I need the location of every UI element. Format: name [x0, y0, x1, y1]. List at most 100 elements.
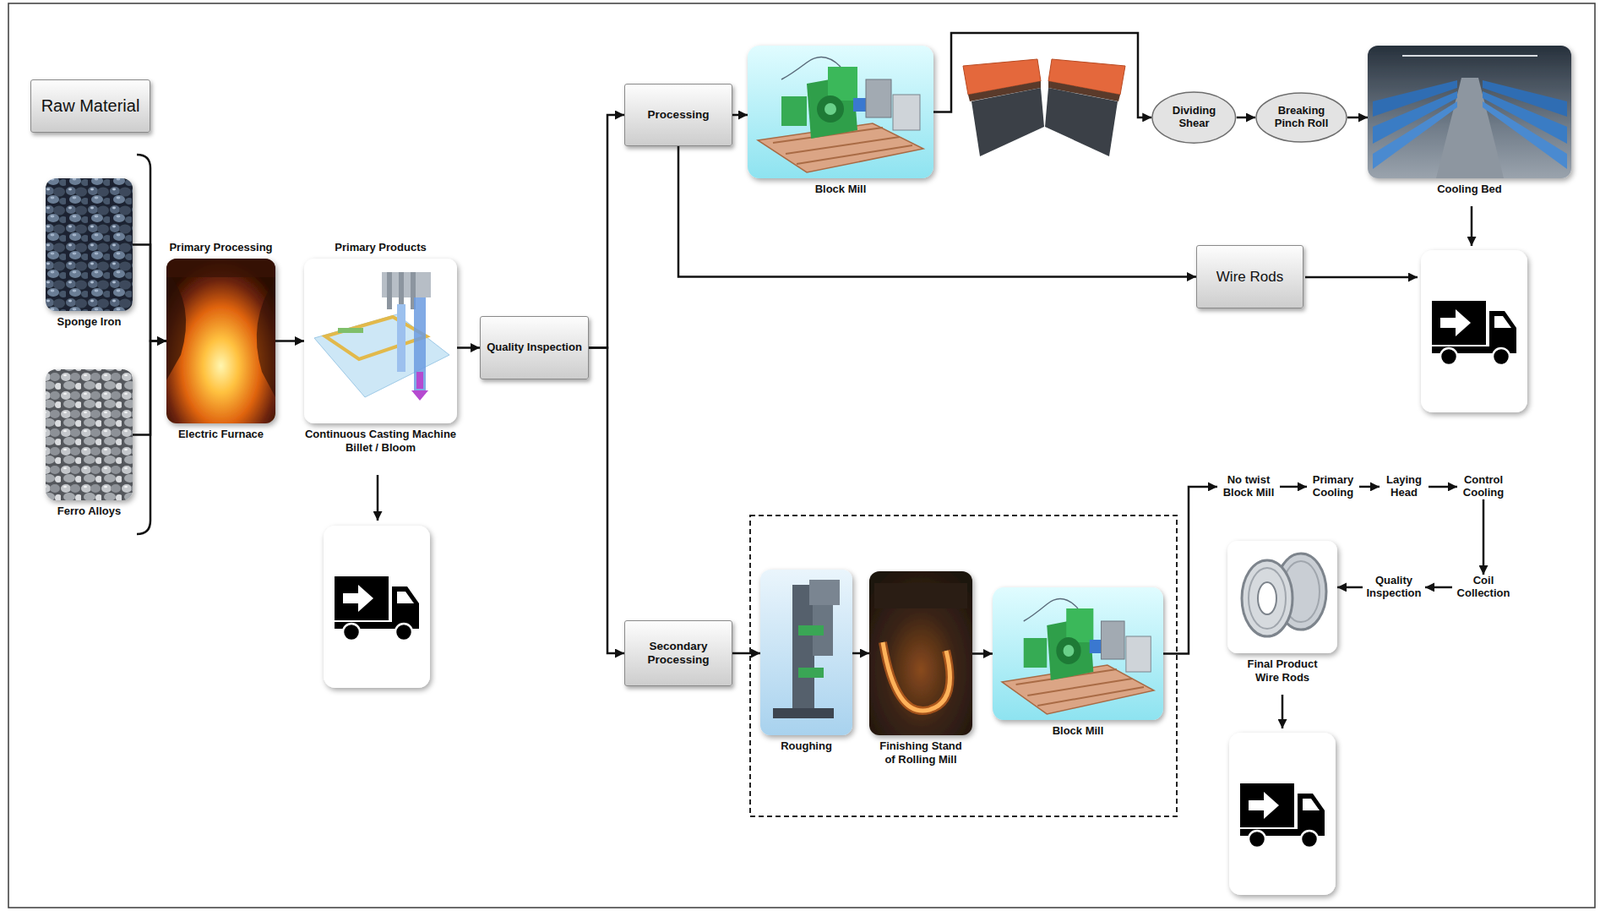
caption-text: Electric Furnace [162, 427, 281, 441]
ferro-alloys-photo [45, 369, 133, 501]
step-text: Coil Collection [1452, 574, 1515, 600]
connector-group [132, 32, 1484, 654]
flow-connector [132, 244, 167, 342]
electric-furnace-photo [166, 258, 276, 424]
casting-flow [416, 371, 424, 389]
casting-machine-picture: Primary ProductsContinuous Casting Machi… [304, 258, 458, 424]
sponge-iron-photo: Sponge Iron [45, 178, 133, 311]
flow-arrow [1305, 276, 1418, 279]
flow-connector [1236, 116, 1256, 120]
node-text: Laying Head [1382, 473, 1426, 500]
wire-coil [1241, 560, 1293, 637]
text-block: Processing [647, 108, 710, 122]
block-mill-picture: Block Mill [992, 587, 1164, 720]
flow-connector [1359, 485, 1380, 489]
roughing-part [798, 667, 824, 678]
cooling-bed-rack [1372, 101, 1458, 169]
flow-connector [852, 652, 870, 655]
flow-connector [132, 341, 167, 436]
flow-connector [457, 346, 480, 349]
hot-rod-glow [882, 642, 951, 711]
flow-arrow [376, 474, 380, 521]
delivery-truck-icon [1420, 250, 1528, 413]
product-box: Wire Rods [1196, 244, 1304, 309]
flow-connector [1428, 485, 1458, 489]
node-text: Secondary Processing [631, 639, 726, 666]
conveyor-frame [1044, 87, 1118, 157]
cooling-bed-floor [1436, 77, 1504, 179]
text-block: No twist Block Mill [1219, 473, 1278, 500]
furnace-details [166, 258, 276, 398]
casting-part [337, 327, 364, 333]
delivery-truck-icon [323, 525, 430, 688]
step-text: Control Cooling [1457, 473, 1510, 500]
flow-connector [678, 146, 1197, 278]
roughing-base [772, 707, 834, 719]
caption-text: Final Product Wire Rods [1240, 657, 1325, 684]
flow-connector [1347, 116, 1368, 120]
finishing-stand-photo: Finishing Stand of Rolling Mill [869, 571, 973, 735]
text-block: Dividing Shear [1162, 104, 1225, 131]
wire-coil-picture: Final Product Wire Rods [1227, 540, 1338, 654]
ellipse-shape [1256, 92, 1347, 142]
caption-text: Sponge Iron [43, 315, 137, 329]
conveyor-frame [971, 87, 1045, 157]
text-block: Breaking Pinch Roll [1268, 104, 1335, 131]
flow-connector [275, 339, 305, 343]
delivery-truck-icon [1229, 732, 1336, 895]
text-block: Wire Rods [1216, 268, 1284, 286]
process-box: Quality Inspection [479, 315, 589, 380]
casting-platform [314, 314, 450, 398]
node-text: Quality Inspection [486, 341, 583, 354]
wire-coil-card [1227, 540, 1338, 654]
process-box: Secondary Processing [624, 620, 733, 686]
caption-text: Block Mill [1018, 723, 1138, 738]
flow-connector [588, 114, 625, 349]
text-block: Primary Cooling [1309, 473, 1357, 500]
caption-text: Ferro Alloys [43, 504, 137, 518]
caption-text: Cooling Bed [1410, 182, 1530, 196]
node-text: No twist Block Mill [1219, 473, 1278, 500]
step-text: Quality Inspection [1362, 574, 1426, 600]
flow-connector [1163, 486, 1218, 654]
heading-box: Raw Material [30, 79, 151, 133]
furnace-shadow [256, 278, 276, 398]
node-text: Processing [647, 108, 710, 122]
casting-machine-card [304, 258, 458, 424]
roughing-picture [760, 569, 853, 735]
caption-text: Primary Processing [162, 240, 281, 255]
cooling-bed-photo: Cooling Bed [1367, 45, 1572, 179]
dashed-group-frame [750, 515, 1177, 817]
node-text: Primary Cooling [1309, 473, 1357, 500]
text-block: Laying Head [1382, 473, 1426, 500]
block-mill-picture: Block Mill [747, 45, 934, 179]
node-text: Quality Inspection [1365, 574, 1423, 600]
furnace-roof [166, 258, 276, 278]
node-text: Control Cooling [1459, 473, 1508, 500]
caption-text: Roughing [760, 739, 854, 753]
flow-connector [933, 32, 1152, 118]
roughing-part [798, 625, 824, 636]
flow-connector [1337, 586, 1363, 589]
roughing-picture: Roughing [760, 569, 853, 735]
ferro-alloys-photo: Ferro Alloys [45, 369, 133, 501]
node-text: Coil Collection [1454, 574, 1513, 600]
flow-connector [972, 652, 993, 655]
wire-coil-hole [1257, 582, 1277, 615]
text-block: Secondary Processing [631, 639, 726, 666]
caption-text: Finishing Stand of Rolling Mill [875, 739, 967, 766]
flow-connector [1482, 499, 1486, 575]
node-text: Raw Material [41, 96, 141, 116]
casting-column [386, 272, 392, 310]
text-block: Quality Inspection [486, 341, 583, 354]
furnace-shadow [166, 270, 186, 381]
node-text: Wire Rods [1216, 268, 1284, 286]
cooling-bed-rack [1482, 101, 1568, 169]
caption-text: Block Mill [781, 182, 900, 196]
node-text: Breaking Pinch Roll [1268, 104, 1335, 131]
process-ellipse: Breaking Pinch Roll [1255, 92, 1348, 143]
casting-column [398, 272, 404, 310]
